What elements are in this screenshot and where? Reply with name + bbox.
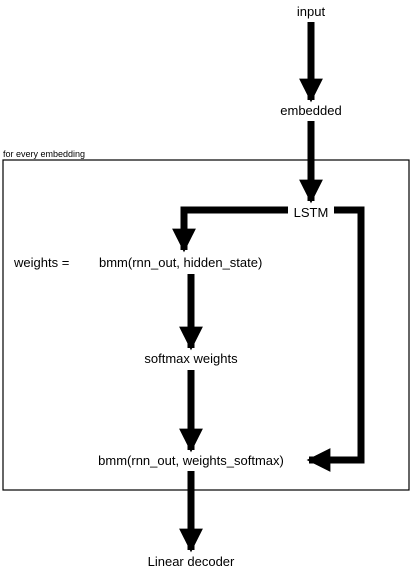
node-lstm: LSTM xyxy=(294,205,329,220)
node-input: input xyxy=(297,4,326,19)
weights-prefix: weights = xyxy=(13,255,69,270)
node-bmm-softmax: bmm(rnn_out, weights_softmax) xyxy=(98,453,284,468)
loop-label: for every embedding xyxy=(3,149,85,159)
node-embedded: embedded xyxy=(280,103,341,118)
node-bmm-hidden: bmm(rnn_out, hidden_state) xyxy=(99,255,262,270)
node-softmax: softmax weights xyxy=(144,351,238,366)
arrow-lstm-to-bmm-hidden xyxy=(172,206,288,253)
node-linear-decoder: Linear decoder xyxy=(148,554,235,569)
embedding-loop-box xyxy=(2,159,410,491)
arrow-lstm-to-bmm-softmax xyxy=(306,206,365,472)
